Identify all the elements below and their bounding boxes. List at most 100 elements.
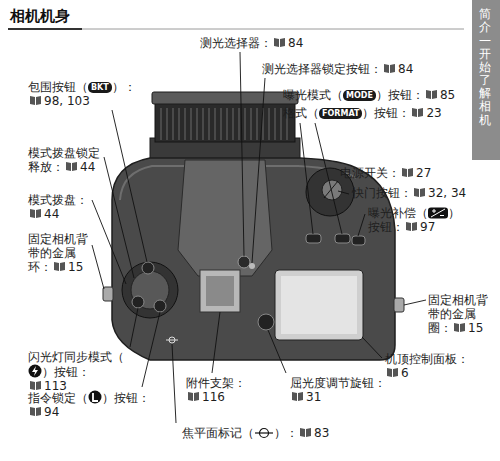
part-name: 屈光度调节旋钮： [290, 376, 386, 390]
callout-number: 85 [440, 88, 455, 102]
part-name: 测光选择器： [200, 36, 272, 50]
page-icon [291, 391, 304, 402]
callout-number: 83 [314, 426, 329, 440]
callout-number: 94 [44, 405, 59, 419]
callout: 机顶控制面板：6 [385, 352, 485, 380]
page-reference: 97 [404, 220, 435, 234]
page-icon [413, 187, 426, 198]
page-icon [401, 167, 414, 178]
callout: 测光选择器： 84 [200, 36, 340, 50]
button-symbol: MODE [343, 90, 376, 101]
format-button [335, 234, 350, 243]
part-name: ）按钮： [362, 106, 410, 120]
page-icon [386, 367, 399, 378]
callout: 模式拨盘锁定释放：44 [28, 146, 104, 174]
page-reference: 15 [52, 260, 83, 274]
chapter-tab-text: 简介—开始了解相机 [479, 8, 491, 127]
callout-number: 97 [420, 220, 435, 234]
callout-number: 15 [468, 321, 483, 335]
callout-number: 44 [44, 207, 59, 221]
bkt-button [142, 262, 154, 274]
page-icon [65, 161, 78, 172]
page-icon [29, 380, 42, 391]
part-name: 快门按钮： [352, 186, 412, 200]
page-reference: 113 [28, 379, 67, 393]
page-reference: 84 [382, 62, 413, 76]
part-name: 指令锁定（ [28, 391, 88, 405]
callout: 闪光灯同步模式（）按钮：113 [28, 350, 128, 393]
leader-lines [92, 52, 426, 423]
page-reference: 23 [410, 106, 441, 120]
page-icon [411, 107, 424, 118]
hot-shoe-inner [206, 276, 234, 306]
callout: 焦平面标记（ ）： 83 [182, 426, 402, 440]
callout: 模式拨盘：44 [28, 193, 92, 221]
part-name: ）： [112, 80, 136, 94]
page-icon [187, 391, 200, 402]
page-reference: 116 [186, 390, 225, 404]
callout: 测光选择器锁定按钮：84 [262, 62, 434, 76]
lens-ribbing [161, 108, 287, 140]
meter-selector [238, 256, 250, 268]
callout-number: 27 [416, 166, 431, 180]
callout: 曝光补偿（）按钮：97 [368, 206, 468, 234]
control-panel [275, 270, 363, 340]
callout: 屈光度调节旋钮：31 [290, 376, 394, 404]
callout-number: 84 [288, 36, 303, 50]
page-reference: 85 [424, 88, 455, 102]
part-name: ）按钮： [102, 391, 150, 405]
page-icon [425, 89, 438, 100]
button-symbol: BKT [88, 82, 112, 93]
button-icon [428, 207, 448, 219]
callout: 电源开关： 27 [340, 166, 465, 180]
callout: 附件支架：116 [186, 376, 256, 404]
callout-number: 32, 34 [428, 186, 466, 200]
mode-dial [122, 262, 178, 318]
part-name: ）按钮： [376, 88, 424, 102]
part-name: 模式拨盘： [28, 193, 88, 207]
button-icon [28, 364, 42, 378]
callout-number: 44 [80, 160, 95, 174]
part-name: 曝光模式（ [283, 88, 343, 102]
callout: 包围按钮（BKT）： 98, 103 [28, 80, 140, 108]
page-reference: 6 [385, 366, 409, 380]
callout-number: 98, 103 [44, 94, 90, 108]
callout: 曝光模式（MODE）按钮： 85 [283, 88, 465, 102]
part-name: 格式（ [283, 106, 319, 120]
header-rule [8, 29, 464, 30]
callout: 固定相机背带的金属环：15 [28, 232, 92, 274]
page-reference: 44 [28, 207, 59, 221]
part-name: 闪光灯同步模式（ [28, 350, 124, 364]
callout-number: 116 [202, 390, 225, 404]
page-icon [29, 208, 42, 219]
page-icon [383, 63, 396, 74]
part-name: ）： [274, 426, 298, 440]
page-icon [273, 37, 286, 48]
part-name: 焦平面标记（ [182, 426, 254, 440]
part-name: 机顶控制面板： [385, 352, 469, 366]
diopter-knob [258, 314, 274, 330]
page-reference: 94 [28, 405, 59, 419]
button-icon [88, 390, 102, 404]
callout: 格式（FORMAT）按钮：23 [283, 106, 465, 120]
page-reference: 31 [290, 390, 321, 404]
part-name: 电源开关： [340, 166, 400, 180]
callout-number: 31 [306, 390, 321, 404]
chapter-tab [472, 0, 500, 160]
page-reference: 98, 103 [28, 94, 90, 108]
control-panel-lcd [281, 276, 357, 334]
part-name: 包围按钮（ [28, 80, 88, 94]
lock-button [154, 300, 166, 312]
page-reference: 84 [272, 36, 303, 50]
part-name: ）按钮： [42, 365, 90, 379]
page-icon [405, 221, 418, 232]
mode-button [306, 234, 321, 243]
shutter-button [322, 180, 342, 200]
callout-number: 6 [401, 366, 409, 380]
callout-number: 23 [426, 106, 441, 120]
page-reference: 44 [64, 160, 95, 174]
strap-lug [394, 298, 404, 312]
page-icon [299, 427, 312, 438]
button-icon [254, 427, 274, 439]
exposure-button [352, 236, 365, 245]
